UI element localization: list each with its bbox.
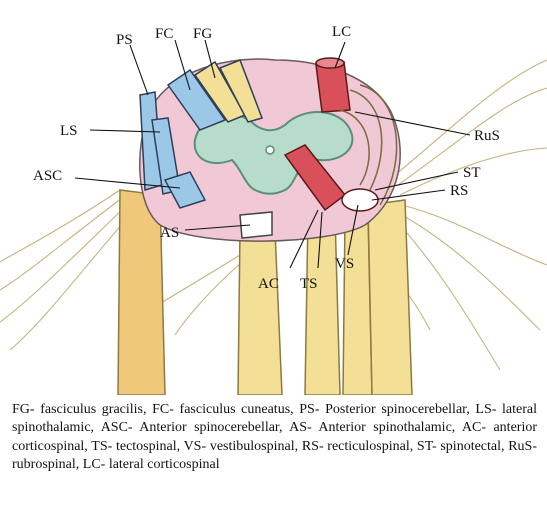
spinal-cord-tracts-diagram: PS FC FG LC LS RuS ASC ST RS AS VS AC TS <box>0 24 547 395</box>
label-fg: FG <box>193 26 212 42</box>
label-vs: VS <box>335 256 354 272</box>
label-asc: ASC <box>33 168 62 184</box>
label-rs: RS <box>450 183 468 199</box>
label-as: AS <box>160 225 179 241</box>
anterior-spinocerebellar-tract <box>163 171 207 209</box>
label-fc: FC <box>155 26 173 42</box>
labels: PS FC FG LC LS RuS ASC ST RS AS VS AC TS <box>33 24 500 292</box>
anterior-spinothalamic-tract <box>239 211 273 239</box>
central-canal <box>265 145 275 155</box>
label-st: ST <box>463 165 481 181</box>
label-ts: TS <box>300 276 318 292</box>
lateral-corticospinal-tract <box>315 57 351 113</box>
posterior-tracts <box>139 59 263 195</box>
label-ls: LS <box>60 123 78 139</box>
vestibulospinal-tract <box>341 188 379 212</box>
label-rus: RuS <box>474 128 500 144</box>
label-ac: AC <box>258 276 279 292</box>
label-lc: LC <box>332 24 351 40</box>
label-ps: PS <box>116 32 133 48</box>
leader-lines <box>74 39 471 269</box>
figure-caption: FG- fasciculus gracilis, FC- fasciculus … <box>12 402 537 473</box>
fiber-columns <box>117 189 413 395</box>
lateral-tracts <box>339 84 398 206</box>
